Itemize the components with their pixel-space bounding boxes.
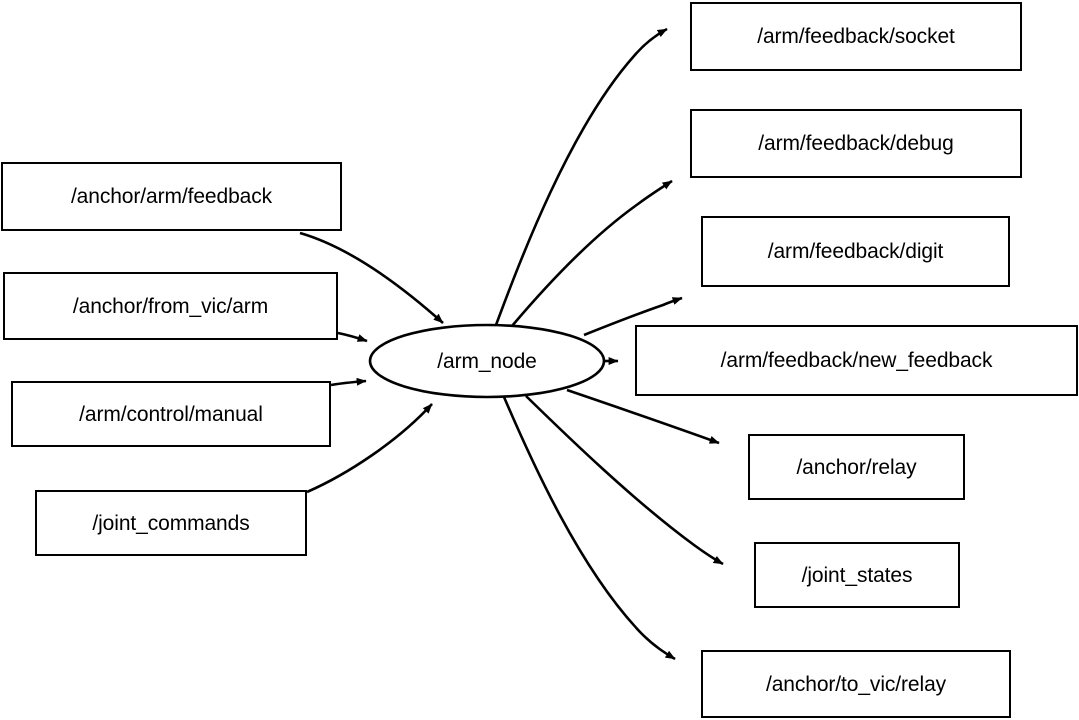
topic-node-arm-feedback-debug[interactable]: /arm/feedback/debug [690,109,1022,178]
topic-node-joint-commands[interactable]: /joint_commands [35,490,307,556]
topic-node-anchor-arm-feedback[interactable]: /anchor/arm/feedback [1,162,342,231]
topic-label: /arm/feedback/new_feedback [720,349,993,372]
edge-arm-control-manual-to-arm-node [330,377,367,387]
topic-label: /arm/control/manual [79,402,263,426]
topic-label: /anchor/relay [796,455,917,479]
edge-joint-commands-to-arm-node [306,403,433,494]
topic-label: /anchor/from_vic/arm [72,294,269,318]
topic-label: /arm/feedback/socket [757,25,955,48]
arm-node-label: /arm_node [437,349,537,373]
topic-node-arm-feedback-new-feedback[interactable]: /arm/feedback/new_feedback [635,325,1078,396]
topic-label: /arm/feedback/digit [767,240,944,263]
edge-arm-node-to-arm-feedback-socket [494,27,668,326]
topic-node-joint-states[interactable]: /joint_states [754,542,960,608]
topic-node-arm-feedback-digit[interactable]: /arm/feedback/digit [701,216,1010,287]
edge-arm-node-to-arm-feedback-digit [583,296,683,337]
topic-node-arm-control-manual[interactable]: /arm/control/manual [11,381,331,447]
edge-arm-node-to-anchor-to-vic-relay [502,396,676,661]
topic-node-anchor-from-vic-arm[interactable]: /anchor/from_vic/arm [3,272,338,340]
topic-label: /joint_commands [92,511,250,535]
arm-node-ellipse[interactable] [368,323,606,399]
edge-arm-node-to-arm-feedback-debug [511,179,673,327]
edge-anchor-arm-feedback-to-arm-node [299,231,444,324]
topic-label: /arm/feedback/debug [758,132,954,155]
topic-label: /anchor/arm/feedback [70,185,273,208]
topic-label: /anchor/to_vic/relay [765,672,947,696]
topic-label: /joint_states [801,563,913,587]
topic-node-anchor-to-vic-relay[interactable]: /anchor/to_vic/relay [701,650,1011,718]
topic-node-arm-feedback-socket[interactable]: /arm/feedback/socket [690,2,1022,71]
edge-arm-node-to-anchor-relay [566,388,720,445]
topic-node-anchor-relay[interactable]: /anchor/relay [748,434,965,500]
edge-anchor-from-vic-arm-to-arm-node [337,331,368,343]
edge-arm-node-to-joint-states [525,395,724,566]
